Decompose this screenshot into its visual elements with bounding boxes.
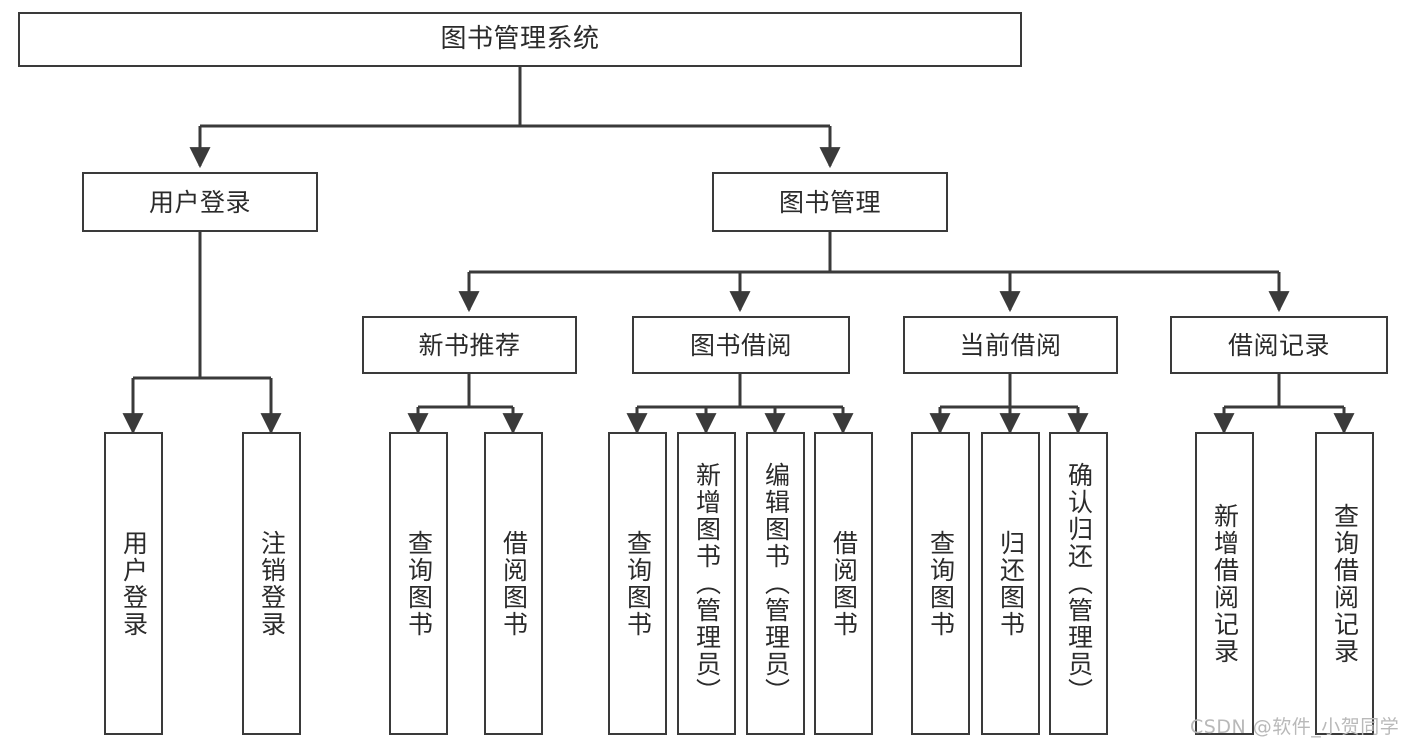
node-root-system[interactable]: 图书管理系统 (18, 12, 1022, 67)
node-label: 新增借阅记录 (1210, 502, 1240, 665)
leaf-return-book[interactable]: 归还图书 (981, 432, 1040, 735)
node-label: 图书管理系统 (440, 24, 600, 55)
node-label: 确认归还（管理员） (1064, 462, 1094, 705)
leaf-add-borrow-record[interactable]: 新增借阅记录 (1195, 432, 1254, 735)
leaf-borrow-book-recommend[interactable]: 借阅图书 (484, 432, 543, 735)
leaf-add-book-admin[interactable]: 新增图书（管理员） (677, 432, 736, 735)
node-label: 图书管理 (778, 187, 881, 217)
node-label: 查询图书 (404, 529, 434, 638)
node-label: 查询图书 (926, 529, 956, 638)
node-label: 查询借阅记录 (1330, 502, 1360, 665)
leaf-user-login[interactable]: 用户登录 (104, 432, 163, 735)
node-label: 编辑图书（管理员） (761, 462, 791, 705)
node-label: 查询图书 (623, 529, 653, 638)
node-label: 用户登录 (148, 187, 251, 217)
leaf-logout[interactable]: 注销登录 (242, 432, 301, 735)
node-current-borrow[interactable]: 当前借阅 (903, 316, 1118, 374)
node-label: 借阅图书 (499, 529, 529, 638)
node-label: 用户登录 (119, 529, 149, 638)
node-book-borrow[interactable]: 图书借阅 (632, 316, 850, 374)
watermark-text: CSDN @软件_小贺同学 (1190, 716, 1400, 738)
node-label: 注销登录 (257, 529, 287, 638)
leaf-query-book-borrow[interactable]: 查询图书 (608, 432, 667, 735)
leaf-confirm-return-admin[interactable]: 确认归还（管理员） (1049, 432, 1108, 735)
node-label: 借阅图书 (829, 529, 859, 638)
leaf-edit-book-admin[interactable]: 编辑图书（管理员） (746, 432, 805, 735)
leaf-query-borrow-record[interactable]: 查询借阅记录 (1315, 432, 1374, 735)
node-label: 图书借阅 (689, 330, 792, 360)
node-borrow-record[interactable]: 借阅记录 (1170, 316, 1388, 374)
node-label: 借阅记录 (1227, 330, 1330, 360)
leaf-query-book-recommend[interactable]: 查询图书 (389, 432, 448, 735)
node-label: 新书推荐 (418, 330, 521, 360)
node-label: 当前借阅 (959, 330, 1062, 360)
leaf-query-book-current[interactable]: 查询图书 (911, 432, 970, 735)
node-book-management[interactable]: 图书管理 (712, 172, 948, 232)
node-label: 新增图书（管理员） (692, 462, 722, 705)
node-new-book-recommend[interactable]: 新书推荐 (362, 316, 577, 374)
node-user-login[interactable]: 用户登录 (82, 172, 318, 232)
leaf-borrow-book[interactable]: 借阅图书 (814, 432, 873, 735)
node-label: 归还图书 (996, 529, 1026, 638)
